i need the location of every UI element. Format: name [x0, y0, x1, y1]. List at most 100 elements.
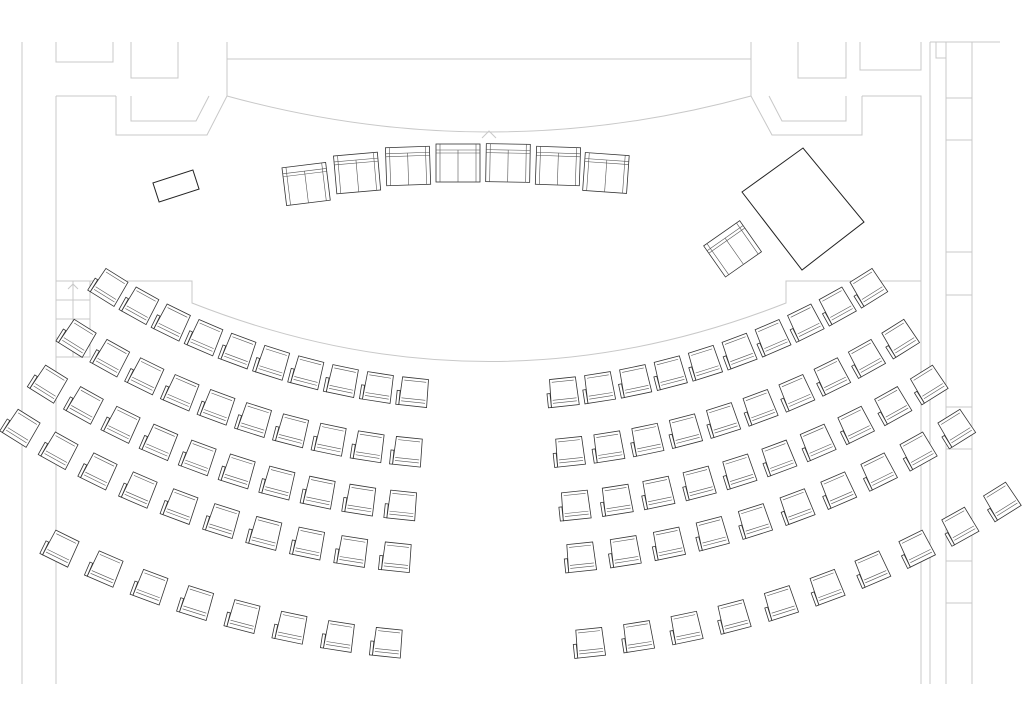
- extra-chair: [703, 220, 763, 278]
- audience-seat: [358, 371, 394, 404]
- audience-seat: [118, 286, 160, 326]
- audience-seat: [682, 465, 717, 502]
- audience-seat: [563, 541, 598, 574]
- stage-chair: [435, 143, 481, 183]
- stage-chair: [333, 151, 382, 195]
- audience-seat: [272, 413, 310, 449]
- audience-seat: [0, 408, 41, 448]
- audience-seat: [809, 568, 846, 607]
- building-walls: [21, 41, 1000, 684]
- audience-seat: [813, 357, 852, 397]
- audience-seat: [722, 453, 758, 491]
- audience-seat: [322, 364, 359, 398]
- audience-seat: [552, 435, 586, 468]
- audience-seat: [377, 541, 412, 574]
- audience-seat: [159, 374, 200, 412]
- audience-seat: [333, 535, 369, 568]
- audience-seat: [799, 423, 837, 463]
- audience-seat: [849, 267, 889, 309]
- audience-seat: [847, 338, 887, 379]
- audience-seat: [909, 364, 949, 406]
- audience-seat: [721, 332, 758, 371]
- stage-chair: [485, 143, 531, 183]
- audience-seat: [217, 453, 256, 490]
- audience-seat: [737, 503, 774, 540]
- audience-seat: [761, 439, 798, 478]
- audience-seat: [779, 488, 816, 526]
- audience-seat: [159, 488, 199, 525]
- audience-seat: [77, 452, 118, 491]
- audience-seat: [621, 620, 656, 654]
- stage-chair: [534, 145, 582, 187]
- audience-seat: [717, 599, 752, 635]
- audience-seat: [245, 515, 283, 551]
- stage-chair: [281, 162, 331, 206]
- audience-seat: [299, 475, 336, 510]
- audience-seat: [138, 423, 179, 462]
- audience-seat: [572, 626, 607, 659]
- audience-seat: [223, 599, 261, 635]
- audience-seat: [217, 332, 257, 370]
- audience-seat: [608, 535, 642, 569]
- audience-seat: [600, 483, 634, 517]
- audience-seat: [653, 355, 688, 392]
- audience-seat: [341, 483, 377, 517]
- audience-seat: [252, 344, 291, 381]
- audience-seat: [618, 364, 653, 399]
- audience-seat: [118, 471, 158, 509]
- audience-seat: [87, 267, 129, 308]
- audience-seat: [687, 344, 724, 382]
- audience-seat: [258, 465, 296, 501]
- audience-seat: [937, 408, 977, 450]
- audience-seat: [898, 529, 937, 570]
- audience-seat: [754, 318, 792, 358]
- audience-seat: [546, 376, 580, 409]
- audience-seat: [233, 402, 273, 438]
- audience-seat: [183, 318, 224, 357]
- audience-seat: [150, 303, 191, 342]
- stage-chair: [582, 152, 630, 194]
- audience-seating: [0, 267, 1022, 659]
- audience-seat: [837, 405, 876, 446]
- audience-seat: [763, 585, 800, 622]
- audience-seat: [874, 386, 913, 427]
- audience-seat: [582, 371, 617, 405]
- audience-seat: [37, 431, 79, 471]
- stage-chairs: [281, 143, 630, 206]
- audience-seat: [742, 388, 779, 427]
- audience-seat: [124, 357, 165, 396]
- audience-seat: [630, 422, 665, 458]
- audience-seat: [591, 430, 626, 464]
- audience-seat: [778, 374, 816, 413]
- podium-table: [152, 169, 200, 203]
- audience-seat: [196, 388, 236, 426]
- audience-seat: [287, 355, 325, 391]
- audience-seat: [669, 610, 704, 646]
- audience-seat: [129, 568, 169, 606]
- audience-seat: [271, 610, 308, 645]
- audience-seat: [854, 550, 892, 589]
- audience-seat: [26, 364, 69, 404]
- audience-seat: [55, 318, 97, 358]
- audience-seat: [368, 626, 403, 659]
- audience-seat: [100, 405, 141, 444]
- audience-seat: [389, 435, 423, 468]
- audience-seat: [881, 318, 921, 360]
- audience-seat: [558, 489, 592, 522]
- audience-seat: [176, 585, 215, 621]
- audience-seat: [319, 620, 355, 653]
- audience-seat: [818, 286, 857, 327]
- audience-seat: [177, 439, 217, 477]
- audience-seat: [860, 452, 899, 492]
- audience-seat: [395, 376, 429, 408]
- audience-seat: [349, 430, 385, 464]
- audience-seat: [695, 515, 730, 552]
- audience-seat: [89, 338, 131, 378]
- audience-seat: [705, 402, 742, 439]
- stage-chair: [384, 145, 432, 187]
- piano: [741, 147, 865, 271]
- audience-seat: [62, 386, 104, 425]
- audience-seat: [787, 303, 825, 343]
- audience-seat: [383, 489, 418, 522]
